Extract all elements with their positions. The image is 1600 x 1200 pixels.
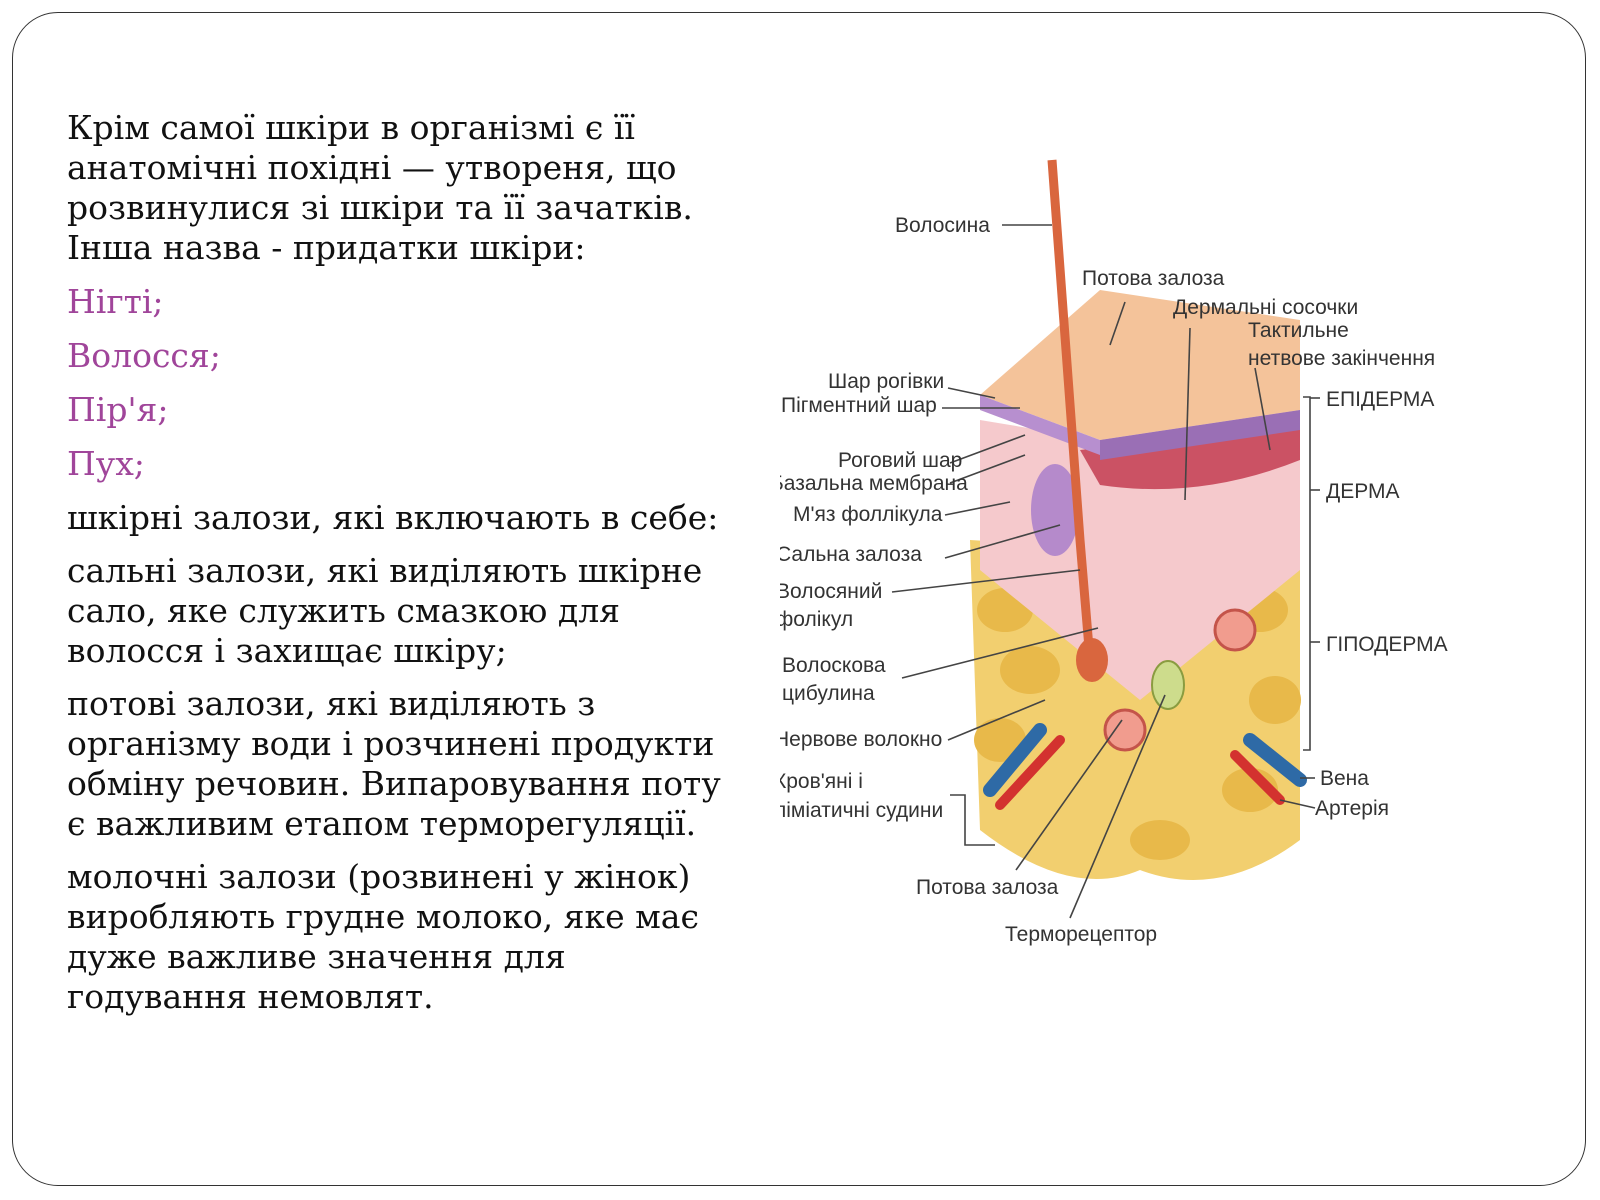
intro-paragraph: Крім самої шкіри в організмі є її анатом… bbox=[67, 108, 693, 267]
leader-lines bbox=[891, 224, 1320, 919]
label-corneum-layer: Шар рогівки bbox=[828, 370, 944, 393]
sweat-gland-coil bbox=[1103, 708, 1147, 752]
vein-left bbox=[983, 723, 1047, 797]
label-hair: Волосина bbox=[895, 214, 990, 237]
label-artery: Артерія bbox=[1315, 797, 1389, 820]
label-hair-bulb-2: цибулина bbox=[782, 682, 875, 705]
label-tactile-1: Тактильне bbox=[1248, 319, 1349, 342]
label-follicle-muscle: М'яз фоллікула bbox=[793, 503, 943, 526]
label-thermoreceptor: Терморецептор bbox=[1005, 923, 1157, 946]
label-horny-layer: Роговий шар bbox=[838, 449, 962, 472]
label-sebaceous-gland: Сальна залоза bbox=[780, 543, 922, 566]
label-dermal-papillae: Дермальні сосочки bbox=[1173, 296, 1358, 319]
hair-bulb-shape bbox=[1076, 638, 1108, 682]
text-column: Крім самої шкіри в організмі є її анатом… bbox=[67, 108, 747, 1030]
sebaceous-paragraph: сальні залози, які виділяють шкірне сало… bbox=[67, 551, 703, 670]
label-sweat-gland-bottom: Потова залоза bbox=[916, 876, 1059, 899]
thermoreceptor-shape bbox=[1151, 660, 1185, 710]
label-hair-bulb-1: Волоскова bbox=[782, 654, 886, 677]
label-hypodermis: ГІПОДЕРМА bbox=[1326, 633, 1448, 656]
mammary-paragraph: молочні залози (розвинені у жінок) вироб… bbox=[67, 857, 699, 1016]
list-item-feathers: Пір'я; bbox=[67, 390, 169, 429]
list-item-down: Пух; bbox=[67, 444, 145, 483]
label-tactile-2: нетвове закінчення bbox=[1248, 347, 1435, 370]
skin-diagram: Волосина Потова залоза Дермальні сосочки… bbox=[780, 159, 1448, 946]
list-item-nails: Нігті; bbox=[67, 282, 164, 321]
label-epidermis: ЕПІДЕРМА bbox=[1326, 388, 1434, 411]
label-basal-membrane: Базальна мембрана bbox=[780, 472, 968, 495]
label-hair-follicle-1: Волосяний bbox=[780, 580, 882, 603]
label-vein: Вена bbox=[1320, 767, 1369, 790]
label-hair-follicle-2: фолікул bbox=[780, 608, 853, 631]
vein-right bbox=[1243, 733, 1307, 787]
label-dermis: ДЕРМА bbox=[1326, 480, 1400, 503]
label-vessels-1: Кров'яні і bbox=[780, 770, 863, 793]
artery-left bbox=[995, 735, 1065, 810]
sweat-paragraph: потові залози, які виділяють з організму… bbox=[67, 684, 721, 843]
sweat-gland-coil-right bbox=[1213, 608, 1257, 652]
list-item-hair: Волосся; bbox=[67, 336, 221, 375]
glands-intro: шкірні залози, які включають в себе: bbox=[67, 498, 719, 537]
label-sweat-gland-top: Потова залоза bbox=[1082, 267, 1225, 290]
hair-shaft bbox=[1047, 159, 1095, 661]
label-nerve-fiber: Нервове волокно bbox=[780, 728, 942, 751]
label-pigment-layer: Пігментний шар bbox=[781, 394, 937, 417]
artery-right bbox=[1230, 750, 1285, 805]
slide-frame bbox=[12, 12, 1586, 1186]
label-vessels-2: ліміатичні судини bbox=[780, 799, 943, 822]
